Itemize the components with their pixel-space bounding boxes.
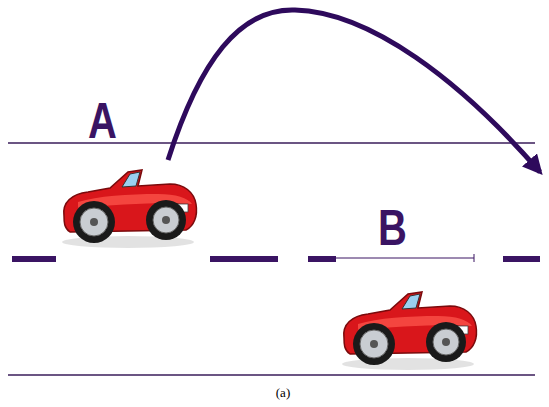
lane-label: B xyxy=(378,203,407,253)
lane-label: A xyxy=(88,96,117,146)
lane-divider xyxy=(12,256,540,262)
overtake-arrow xyxy=(168,10,540,172)
figure-caption: (a) xyxy=(276,386,290,399)
bracket xyxy=(336,254,474,262)
car-a xyxy=(62,170,197,248)
car-b xyxy=(342,292,477,370)
lane-edge xyxy=(8,374,535,376)
lane-edge xyxy=(8,142,535,144)
